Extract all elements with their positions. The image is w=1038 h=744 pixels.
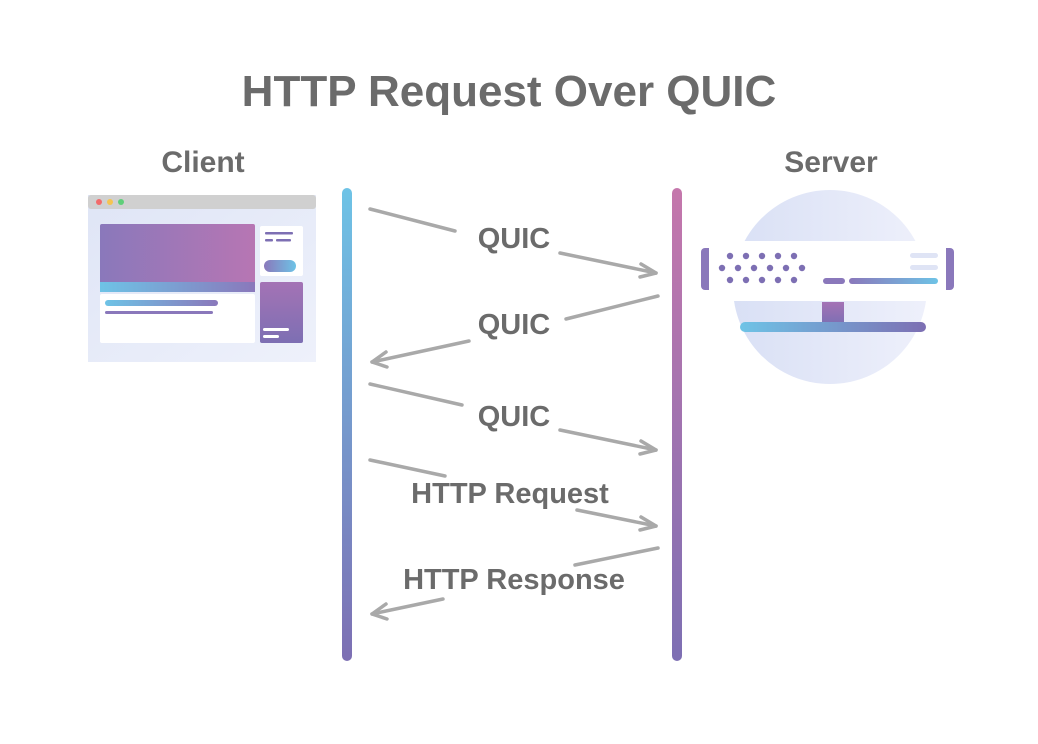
message-label: HTTP Response (403, 564, 625, 596)
server-label: Server (784, 146, 878, 179)
message-label: QUIC (478, 309, 551, 341)
client-lifeline (342, 188, 352, 661)
message-label: QUIC (478, 401, 551, 433)
message-arrow (368, 207, 658, 279)
browser-window-icon (88, 195, 316, 362)
message-label: HTTP Request (411, 478, 609, 510)
message-arrow (370, 294, 660, 369)
message-arrow (368, 382, 658, 456)
client-label: Client (161, 146, 244, 179)
server-rack-icon (701, 190, 954, 384)
diagram-title: HTTP Request Over QUIC (242, 67, 777, 116)
message-label: QUIC (478, 223, 551, 255)
message-arrow (368, 458, 658, 532)
server-lifeline (672, 188, 682, 661)
message-arrow (370, 546, 660, 621)
